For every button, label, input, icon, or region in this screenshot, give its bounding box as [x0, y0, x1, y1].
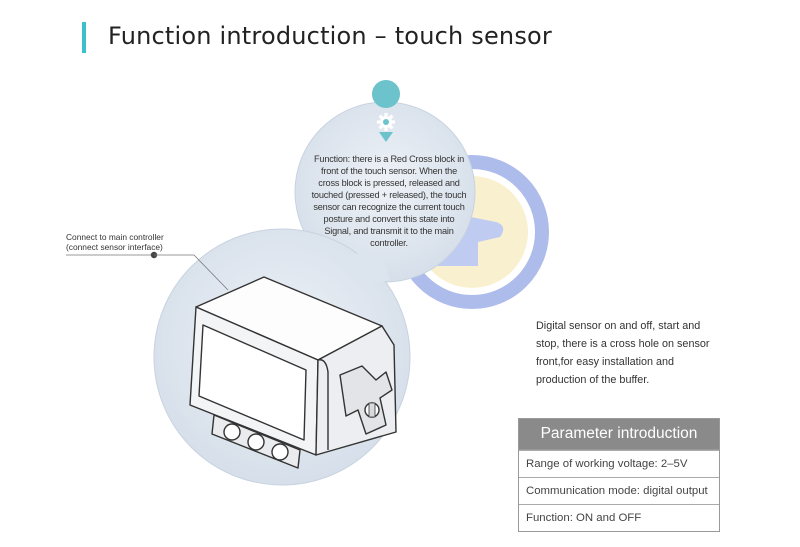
touch-sensor-device [189, 276, 397, 469]
function-description: Function: there is a Red Cross block in … [311, 154, 467, 248]
parameter-row: Range of working voltage: 2–5V [519, 450, 719, 477]
callout-pointer [66, 251, 229, 291]
gear-icon [372, 80, 401, 142]
connect-label-line1: Connect to main controller [66, 232, 164, 242]
parameter-table-title: Parameter introduction [519, 419, 719, 450]
parameter-row: Function: ON and OFF [519, 504, 719, 531]
parameter-table: Parameter introduction Range of working … [518, 418, 720, 532]
parameter-row: Communication mode: digital output [519, 477, 719, 504]
connect-label-line2: (connect sensor interface) [66, 242, 163, 252]
connect-label: Connect to main controller (connect sens… [66, 232, 206, 252]
sensor-description: Digital sensor on and off, start and sto… [536, 320, 710, 386]
title-accent-bar [82, 22, 86, 53]
page-title: Function introduction – touch sensor [108, 22, 552, 50]
